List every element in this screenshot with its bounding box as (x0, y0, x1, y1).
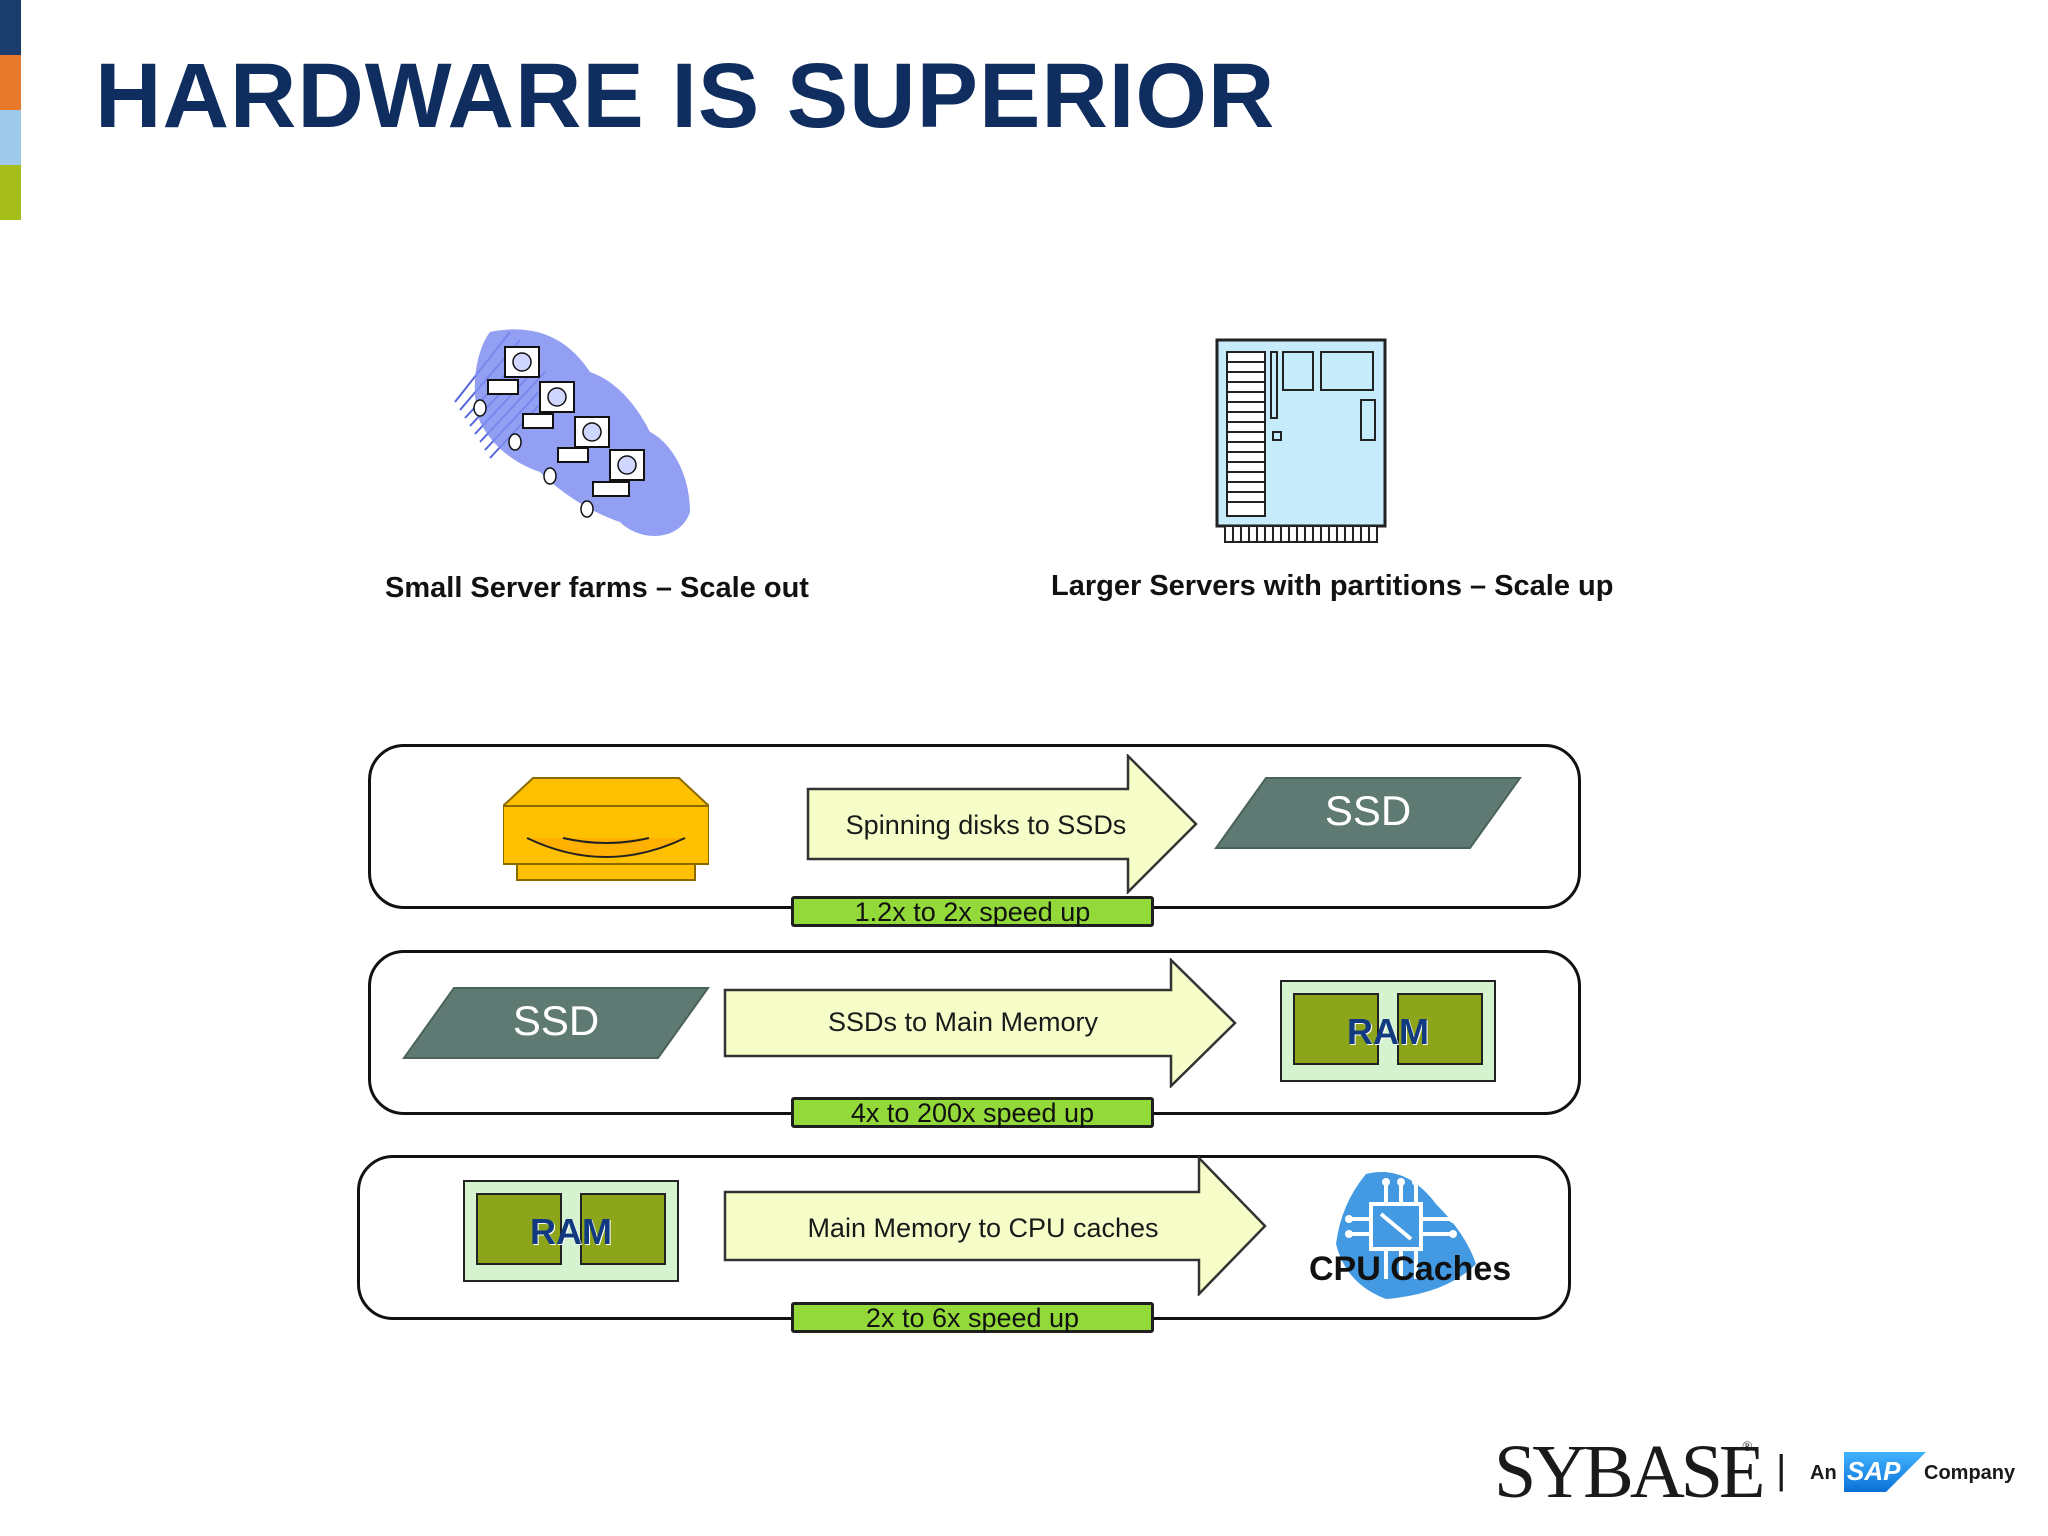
cpu-chip-icon (1326, 1164, 1486, 1304)
scale-out-caption: Small Server farms – Scale out (385, 572, 809, 604)
server-farm-icon (450, 312, 700, 542)
logo-company: Company (1924, 1462, 2016, 1484)
arrow-label-disk-to-ssd: Spinning disks to SSDs (845, 810, 1127, 840)
speedup-badge-disk-to-ssd: 1.2x to 2x speed up (791, 896, 1154, 927)
ssd-icon (402, 986, 710, 1062)
ram-icon (1280, 980, 1496, 1082)
accent-bar-lightblue (0, 110, 21, 165)
arrow-ssd-to-memory (723, 957, 1237, 1089)
logo-separator: | (1776, 1448, 1787, 1492)
slide-title: HARDWARE IS SUPERIOR (95, 45, 1276, 147)
large-server-icon (1213, 336, 1389, 546)
arrow-label-ssd-to-memory: SSDs to Main Memory (827, 1007, 1099, 1037)
accent-bar-orange (0, 55, 21, 110)
accent-bar-navy (0, 0, 21, 55)
logo-an: An (1810, 1462, 1837, 1484)
ram-icon (463, 1180, 679, 1282)
sap-logo: SAP (1844, 1452, 1926, 1492)
ssd-icon (1214, 776, 1522, 852)
registered-mark: ® (1742, 1440, 1753, 1455)
ssd-label-target: SSD (1324, 787, 1412, 834)
arrow-disk-to-ssd (806, 752, 1198, 896)
arrow-memory-to-cache (723, 1154, 1267, 1298)
ram-label-target: RAM (1347, 1011, 1429, 1052)
sybase-logo: SYBASE ® | An SAP Company (1494, 1432, 2034, 1512)
scale-up-caption: Larger Servers with partitions – Scale u… (1051, 570, 1614, 602)
ram-label-source: RAM (530, 1211, 612, 1252)
speedup-badge-ssd-to-memory: 4x to 200x speed up (791, 1097, 1154, 1128)
cpu-caches-label: CPU Caches (1309, 1250, 1512, 1288)
accent-bar-green (0, 165, 21, 220)
sap-text: SAP (1847, 1456, 1901, 1486)
sybase-wordmark: SYBASE (1494, 1430, 1765, 1514)
speedup-badge-memory-to-cache: 2x to 6x speed up (791, 1302, 1154, 1333)
arrow-label-memory-to-cache: Main Memory to CPU caches (807, 1213, 1159, 1243)
ssd-label-source: SSD (512, 997, 600, 1044)
hard-disk-icon (500, 776, 712, 882)
